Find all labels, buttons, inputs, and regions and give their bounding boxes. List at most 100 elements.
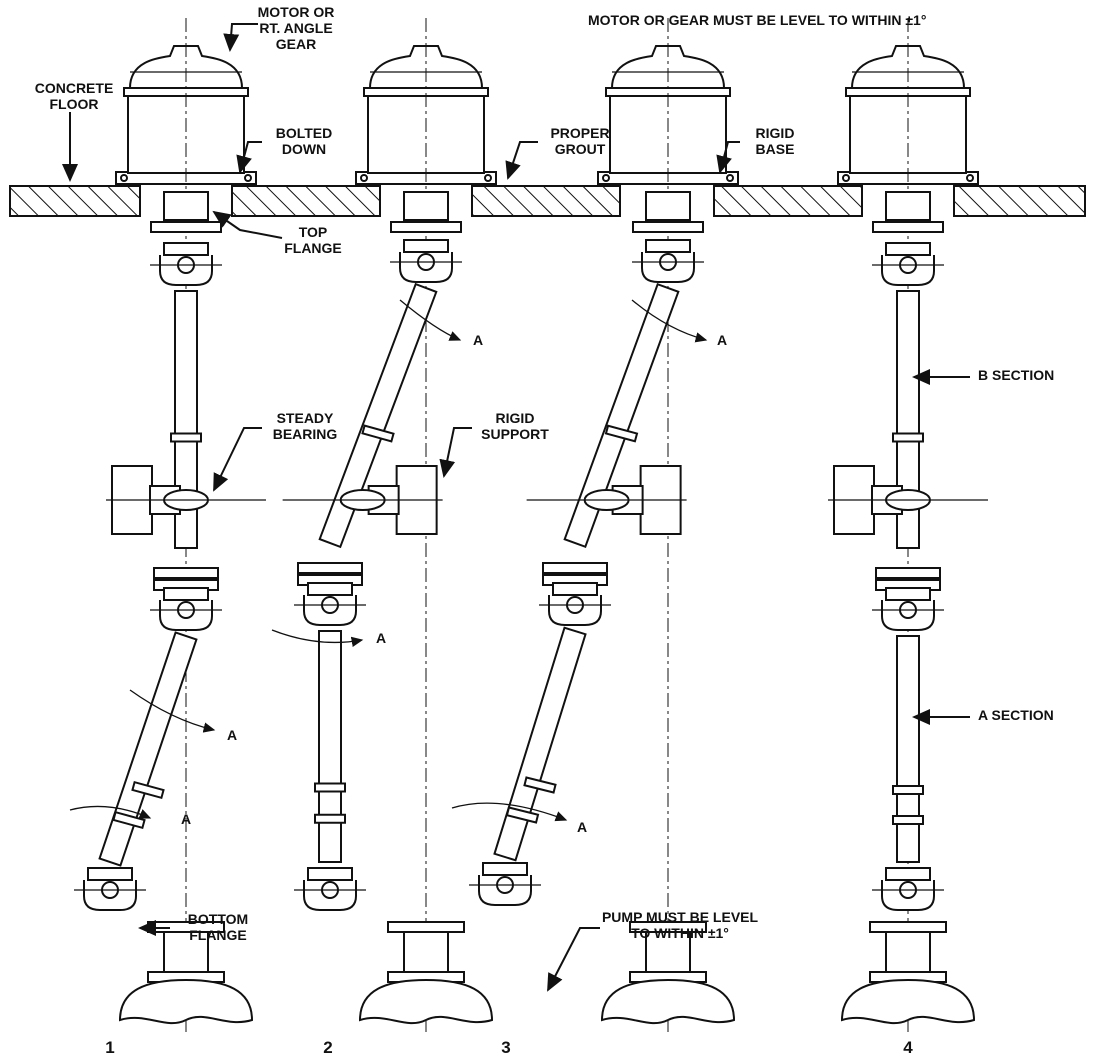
universal-joint	[872, 867, 944, 911]
floor-slab-section	[713, 185, 863, 217]
yoke-cap	[307, 582, 353, 596]
pump-casing	[358, 978, 494, 1025]
top-flange	[632, 221, 704, 233]
motor-body	[849, 94, 967, 174]
universal-joint	[872, 242, 944, 286]
universal-joint	[632, 239, 704, 283]
input-stub	[885, 191, 931, 221]
input-stub	[163, 191, 209, 221]
yoke-cap	[163, 242, 209, 256]
pump-neck	[163, 931, 209, 973]
yoke-cap	[645, 239, 691, 253]
shaft-band	[892, 785, 924, 795]
floor-slab-section	[231, 185, 381, 217]
lower-shaft-tube	[493, 626, 587, 862]
shaft-assembly	[469, 18, 736, 1036]
pump-unit	[840, 921, 976, 1025]
shaft-band	[523, 776, 557, 794]
motor-leader	[223, 23, 258, 52]
angle-arc	[69, 805, 152, 819]
shaft-assembly	[828, 18, 988, 1036]
universal-joint	[150, 242, 222, 286]
angle-a-label: A	[375, 630, 387, 646]
pump-neck	[885, 931, 931, 973]
steady-bearing	[526, 465, 687, 535]
pump-neck	[403, 931, 449, 973]
angle-arc	[399, 299, 462, 341]
yoke-cap	[552, 582, 598, 596]
yoke-cap	[885, 587, 931, 601]
angle-a-label: A	[576, 819, 588, 835]
universal-joint	[150, 587, 222, 631]
universal-joint	[469, 862, 541, 906]
rigid-base-leader	[716, 141, 740, 174]
top-flange	[872, 221, 944, 233]
upper-shaft-tube	[896, 290, 920, 549]
shaft-assembly	[74, 18, 266, 1036]
shaft-band	[170, 432, 202, 443]
joint-flange	[875, 567, 941, 579]
pump-unit	[358, 921, 494, 1025]
shaft-band	[604, 424, 639, 443]
bottom-flange	[869, 921, 947, 933]
joint-flange	[153, 567, 219, 579]
universal-joint	[294, 867, 366, 911]
joint-flange	[542, 562, 608, 574]
universal-joint	[74, 867, 146, 911]
yoke-cap	[403, 239, 449, 253]
input-stub	[645, 191, 691, 221]
arrangement-number-1: 1	[105, 1038, 115, 1057]
b-section-label: B SECTION	[978, 367, 1055, 383]
concrete-floor-label: CONCRETE FLOOR	[34, 80, 114, 112]
steady-bearing	[282, 465, 443, 535]
shaft-assemblies	[74, 18, 988, 1036]
yoke-cap	[885, 867, 931, 881]
input-stub	[403, 191, 449, 221]
pump-level-note: PUMP MUST BE LEVEL TO WITHIN ±1°	[601, 909, 759, 941]
shaft-band	[361, 424, 395, 443]
angle-arc	[631, 299, 708, 343]
proper-grout-label: PROPER GROUT	[550, 125, 610, 157]
shaft-band	[112, 810, 146, 830]
top-flange	[150, 221, 222, 233]
floor-slab-section	[471, 185, 621, 217]
shaft-band	[892, 432, 924, 443]
bolt-icon	[842, 174, 850, 182]
shaft-band	[314, 813, 346, 824]
bolt-icon	[120, 174, 128, 182]
shaft-band	[505, 806, 540, 824]
bottom-flange	[387, 921, 465, 933]
top-flange-label: TOP FLANGE	[284, 224, 342, 256]
yoke-cap	[307, 867, 353, 881]
universal-joint	[294, 582, 366, 626]
upper-shaft-tube	[174, 290, 198, 549]
steady-bearing	[828, 465, 988, 535]
leader-lines	[62, 23, 970, 992]
universal-joint	[390, 239, 462, 283]
angle-a-label: A	[472, 332, 484, 348]
yoke-cap	[163, 587, 209, 601]
arrangement-number-2: 2	[323, 1038, 333, 1057]
motor-or-gear-label: MOTOR OR RT. ANGLE GEAR	[257, 4, 335, 52]
proper-grout-leader	[505, 141, 538, 180]
bolt-icon	[726, 174, 734, 182]
angle-a-label: A	[716, 332, 728, 348]
concrete-floor-slab	[9, 185, 1086, 217]
steady-bearing-leader	[213, 427, 262, 492]
level-note-top: MOTOR OR GEAR MUST BE LEVEL TO WITHIN ±1…	[588, 12, 927, 28]
steady-bearing	[106, 465, 266, 535]
joint-flange	[297, 562, 363, 574]
steady-bearing-label: STEADY BEARING	[272, 410, 338, 442]
floor-slab-section	[953, 185, 1086, 217]
top-flange	[390, 221, 462, 233]
rigid-support-label: RIGID SUPPORT	[481, 410, 549, 442]
universal-joint	[539, 582, 611, 626]
pump-casing	[840, 978, 976, 1025]
yoke-cap	[87, 867, 133, 881]
bolt-icon	[360, 174, 368, 182]
angle-a-label: A	[180, 811, 192, 827]
angle-arc	[271, 629, 364, 647]
angle-arc	[451, 802, 568, 822]
bolted-down-leader	[236, 141, 262, 174]
